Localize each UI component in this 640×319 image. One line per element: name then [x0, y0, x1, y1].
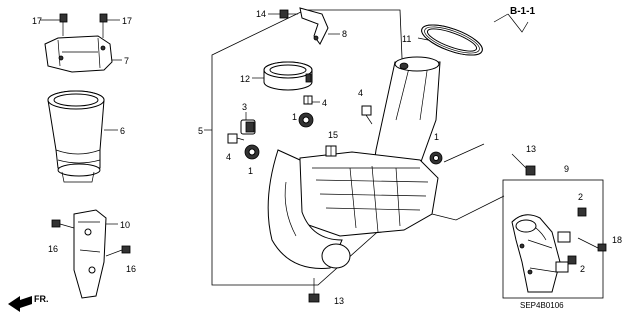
leader-lines — [40, 13, 529, 225]
subassembly-frame-9 — [502, 179, 604, 299]
callout-8: 8 — [342, 29, 347, 39]
callout-11: 11 — [402, 34, 411, 44]
callout-17-right: 17 — [122, 16, 132, 26]
callout-9: 9 — [564, 164, 569, 174]
air-cleaner-housing — [267, 56, 443, 269]
callout-18: 18 — [612, 235, 622, 245]
callout-16-left: 16 — [48, 244, 58, 254]
heat-shield-part-7 — [44, 35, 113, 73]
callout-6: 6 — [120, 126, 125, 136]
callout-1-right: 1 — [434, 132, 439, 142]
callout-2-lower: 2 — [580, 264, 585, 274]
bolt-part-14 — [279, 9, 298, 19]
diagram-code: SEP4B0106 — [520, 301, 564, 310]
bolt-16-lower — [105, 245, 131, 257]
clip-part-8 — [299, 7, 329, 45]
callout-4-left: 4 — [226, 152, 231, 162]
callout-16-right: 16 — [126, 264, 136, 274]
seal-ring-part-11 — [421, 24, 483, 56]
reference-label: B-1-1 — [510, 6, 535, 17]
collar-part-1-left — [244, 144, 260, 160]
bolt-part-13-lower — [308, 278, 320, 303]
grommet-part-2-lower — [567, 255, 577, 265]
callout-4-top: 4 — [322, 98, 327, 108]
bolt-part-4-mid — [361, 105, 373, 125]
bolt-part-4-left — [227, 133, 245, 144]
callout-labels: 17 17 7 6 10 16 16 14 8 11 12 4 3 4 1 5 … — [32, 9, 622, 306]
callout-15: 15 — [328, 130, 338, 140]
bolt-part-13-upper — [511, 153, 536, 176]
front-direction-arrow-icon — [8, 296, 32, 312]
bolt-17-right — [99, 13, 108, 38]
callout-7: 7 — [124, 56, 129, 66]
bolt-17-left — [59, 13, 68, 36]
callout-10: 10 — [120, 220, 130, 230]
bracket-part-10 — [73, 209, 107, 299]
grommet-part-2-upper — [577, 207, 587, 217]
callout-4-mid: 4 — [358, 88, 363, 98]
callout-1-top: 1 — [292, 112, 297, 122]
callout-3: 3 — [242, 102, 247, 112]
leader-to-part-9 — [431, 143, 505, 221]
callout-13-lower: 13 — [334, 296, 344, 306]
grommet-part-3 — [240, 119, 256, 135]
collar-part-1-top — [298, 112, 314, 128]
bolt-16-upper — [51, 219, 75, 229]
band-part-12 — [263, 61, 313, 91]
callout-17-left: 17 — [32, 16, 42, 26]
bolt-part-18 — [577, 237, 607, 252]
resonator-part-9 — [511, 214, 571, 293]
intake-duct-part-6 — [47, 90, 105, 183]
callout-5: 5 — [198, 126, 203, 136]
callout-2-upper: 2 — [578, 192, 583, 202]
grommet-part-4-top — [303, 95, 313, 105]
callout-14: 14 — [256, 9, 266, 19]
callout-12: 12 — [240, 74, 250, 84]
callout-13-upper: 13 — [526, 144, 536, 154]
direction-label: FR. — [34, 294, 49, 304]
callout-1-left: 1 — [248, 166, 253, 176]
